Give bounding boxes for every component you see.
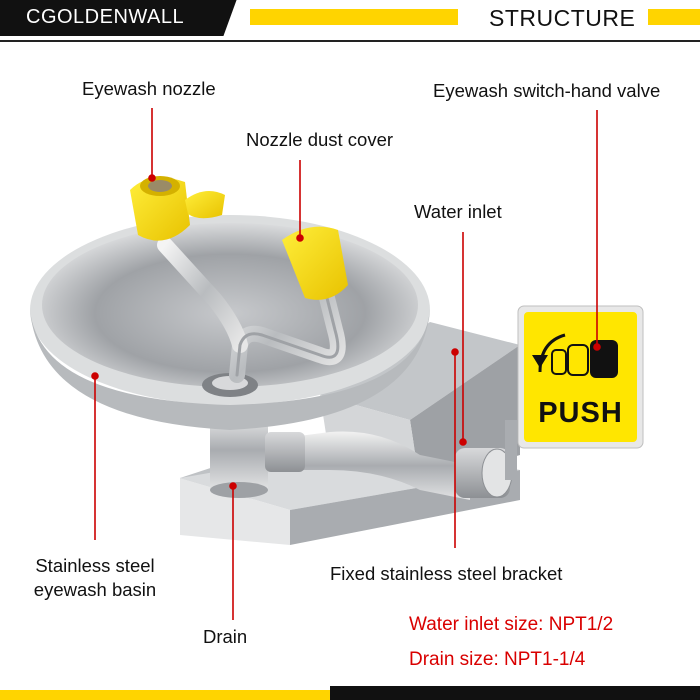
brand-box	[0, 0, 245, 36]
page-title: STRUCTURE	[489, 5, 636, 31]
leader-lines	[91, 108, 601, 620]
header-rule	[0, 40, 700, 42]
nozzle-arm	[157, 237, 346, 383]
footer-bar	[330, 686, 700, 700]
horizontal-pipe	[265, 420, 517, 500]
brand-name: CGOLDENWALL	[26, 6, 185, 28]
label-drain: Drain	[203, 626, 248, 647]
label-switch-valve: Eyewash switch-hand valve	[433, 80, 661, 101]
header-stripe-left	[250, 9, 458, 25]
right-nozzle	[282, 226, 348, 300]
push-sign-text: PUSH	[538, 397, 623, 429]
header-stripe-right	[648, 9, 700, 25]
footer-stripe	[0, 690, 330, 700]
label-bracket: Fixed stainless steel bracket	[330, 563, 563, 584]
label-eyewash-nozzle: Eyewash nozzle	[82, 78, 216, 99]
spec-drain-size: Drain size: NPT1-1/4	[409, 649, 586, 670]
left-nozzle	[130, 176, 225, 241]
label-basin-line1: Stainless steel	[35, 555, 155, 576]
push-sign	[517, 305, 644, 449]
spec-inlet-size: Water inlet size: NPT1/2	[409, 614, 614, 635]
label-water-inlet: Water inlet	[414, 201, 502, 222]
label-basin-line2: eyewash basin	[33, 579, 157, 600]
label-nozzle-dust-cover: Nozzle dust cover	[246, 129, 394, 150]
